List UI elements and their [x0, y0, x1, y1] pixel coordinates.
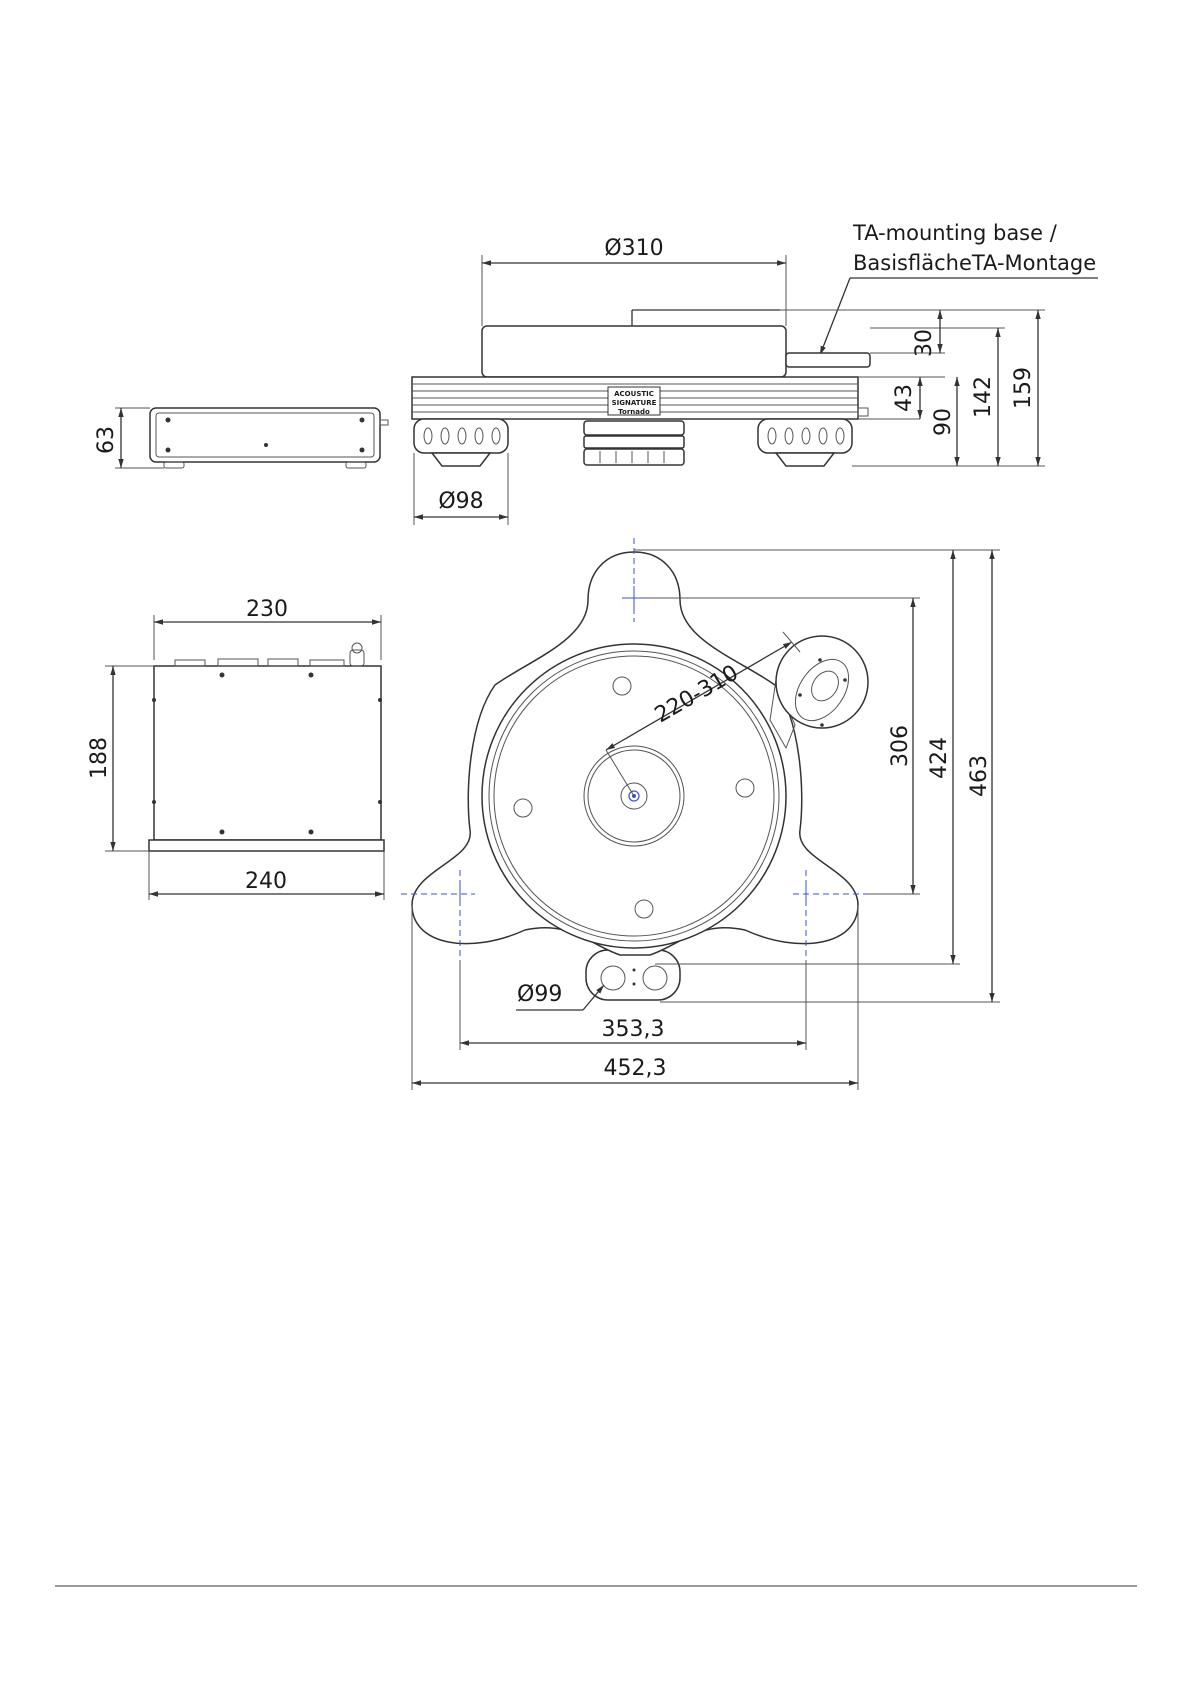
left-foot	[414, 419, 508, 466]
psu-side-view: 63	[94, 408, 388, 468]
dim-height-90: 90	[931, 408, 956, 436]
dim-psu-depth: 188	[87, 737, 112, 779]
dim-psu-width: 240	[245, 869, 287, 894]
logo-line-1: ACOUSTIC	[614, 390, 654, 398]
dim-motor-diameter: Ø99	[517, 982, 562, 1007]
dim-height-159: 159	[1011, 367, 1036, 409]
logo-line-3: Tornado	[618, 408, 650, 416]
dim-platter-diameter: Ø310	[604, 236, 663, 261]
turntable-side-view: ACOUSTIC SIGNATURE Tornado	[412, 236, 1045, 525]
dim-feet-diameter: Ø98	[438, 489, 483, 514]
note-line-2: BasisflächeTA-Montage	[853, 251, 1096, 275]
right-foot	[758, 419, 852, 466]
dim-424: 424	[927, 737, 952, 779]
dim-306: 306	[888, 725, 913, 767]
note-line-1: TA-mounting base /	[852, 221, 1058, 245]
dim-psu-height: 63	[94, 426, 119, 454]
dim-plinth-height: 43	[892, 384, 917, 412]
dim-overall-width: 452,3	[604, 1056, 667, 1081]
logo-line-2: SIGNATURE	[612, 399, 657, 407]
dim-psu-depth-top: 230	[246, 597, 288, 622]
dim-feet-spacing: 353,3	[602, 1017, 665, 1042]
dim-height-142: 142	[971, 376, 996, 418]
mounting-base-note: TA-mounting base / BasisflächeTA-Montage	[820, 221, 1098, 355]
motor-housing	[584, 421, 684, 465]
dim-armbase-height: 30	[912, 329, 937, 357]
psu-top-view: 230 188 240	[87, 597, 384, 900]
turntable-top-view: 220-310 306 424 463 Ø99 353,3 452,3	[401, 538, 1000, 1090]
dim-463: 463	[967, 755, 992, 797]
